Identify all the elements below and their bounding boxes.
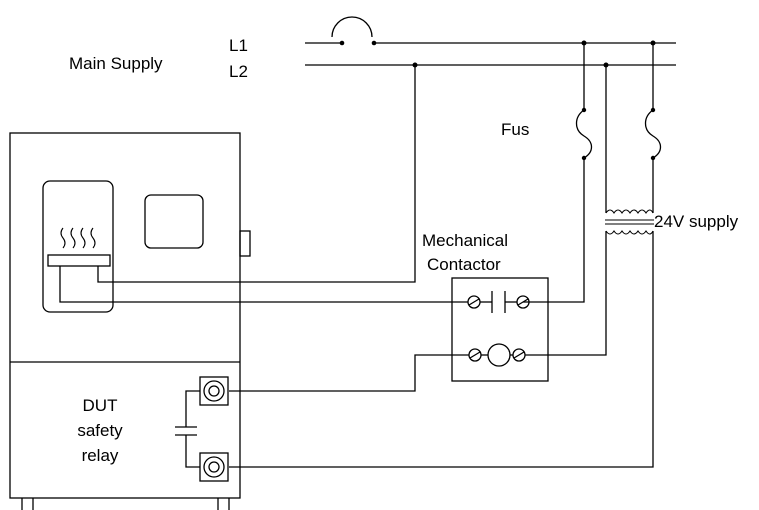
chamber-window xyxy=(42,180,114,313)
mechanical-contactor-box xyxy=(451,277,549,382)
fuse-label-line2: e xyxy=(501,145,510,164)
cabinet-feet xyxy=(21,498,230,510)
heater-return-wire xyxy=(59,266,297,303)
contactor-coil-icon xyxy=(468,343,526,367)
relay-contact-icon xyxy=(175,390,200,468)
dut-label-line2: safety xyxy=(77,421,123,440)
cabinet-handle xyxy=(239,230,251,257)
heater-icon xyxy=(47,227,111,267)
screw-terminal-icon xyxy=(199,452,229,482)
test-chamber-cabinet xyxy=(9,132,241,499)
l1-label: L1 xyxy=(229,36,248,55)
circuit-breaker-switch-icon xyxy=(331,16,377,46)
screw-terminal-icon xyxy=(199,376,229,406)
fuse-label-line1: Fus xyxy=(501,120,529,139)
supply-24v-label: 24V supply xyxy=(654,212,739,231)
contactor-label-line2: Contactor xyxy=(427,255,501,274)
fuse-icon xyxy=(575,43,593,161)
dut-label-line3: relay xyxy=(82,446,119,465)
chamber-display xyxy=(144,194,204,249)
contact-feed-wire xyxy=(523,158,585,303)
coil-feed-wire xyxy=(525,231,607,356)
main-supply-label: Main Supply xyxy=(69,54,163,73)
l2-label: L2 xyxy=(229,62,248,81)
fuse-icon xyxy=(644,43,662,213)
normally-open-contact-icon xyxy=(297,291,530,313)
coil-to-relay-wire xyxy=(229,354,469,392)
transformer-icon xyxy=(605,209,654,235)
fuse-label-line2-clipped: e xyxy=(501,145,510,164)
heater-feed-wire xyxy=(97,65,416,283)
contactor-label-line1: Mechanical xyxy=(422,231,508,250)
dut-label-line1: DUT xyxy=(83,396,118,415)
secondary-return-wire xyxy=(229,231,654,468)
